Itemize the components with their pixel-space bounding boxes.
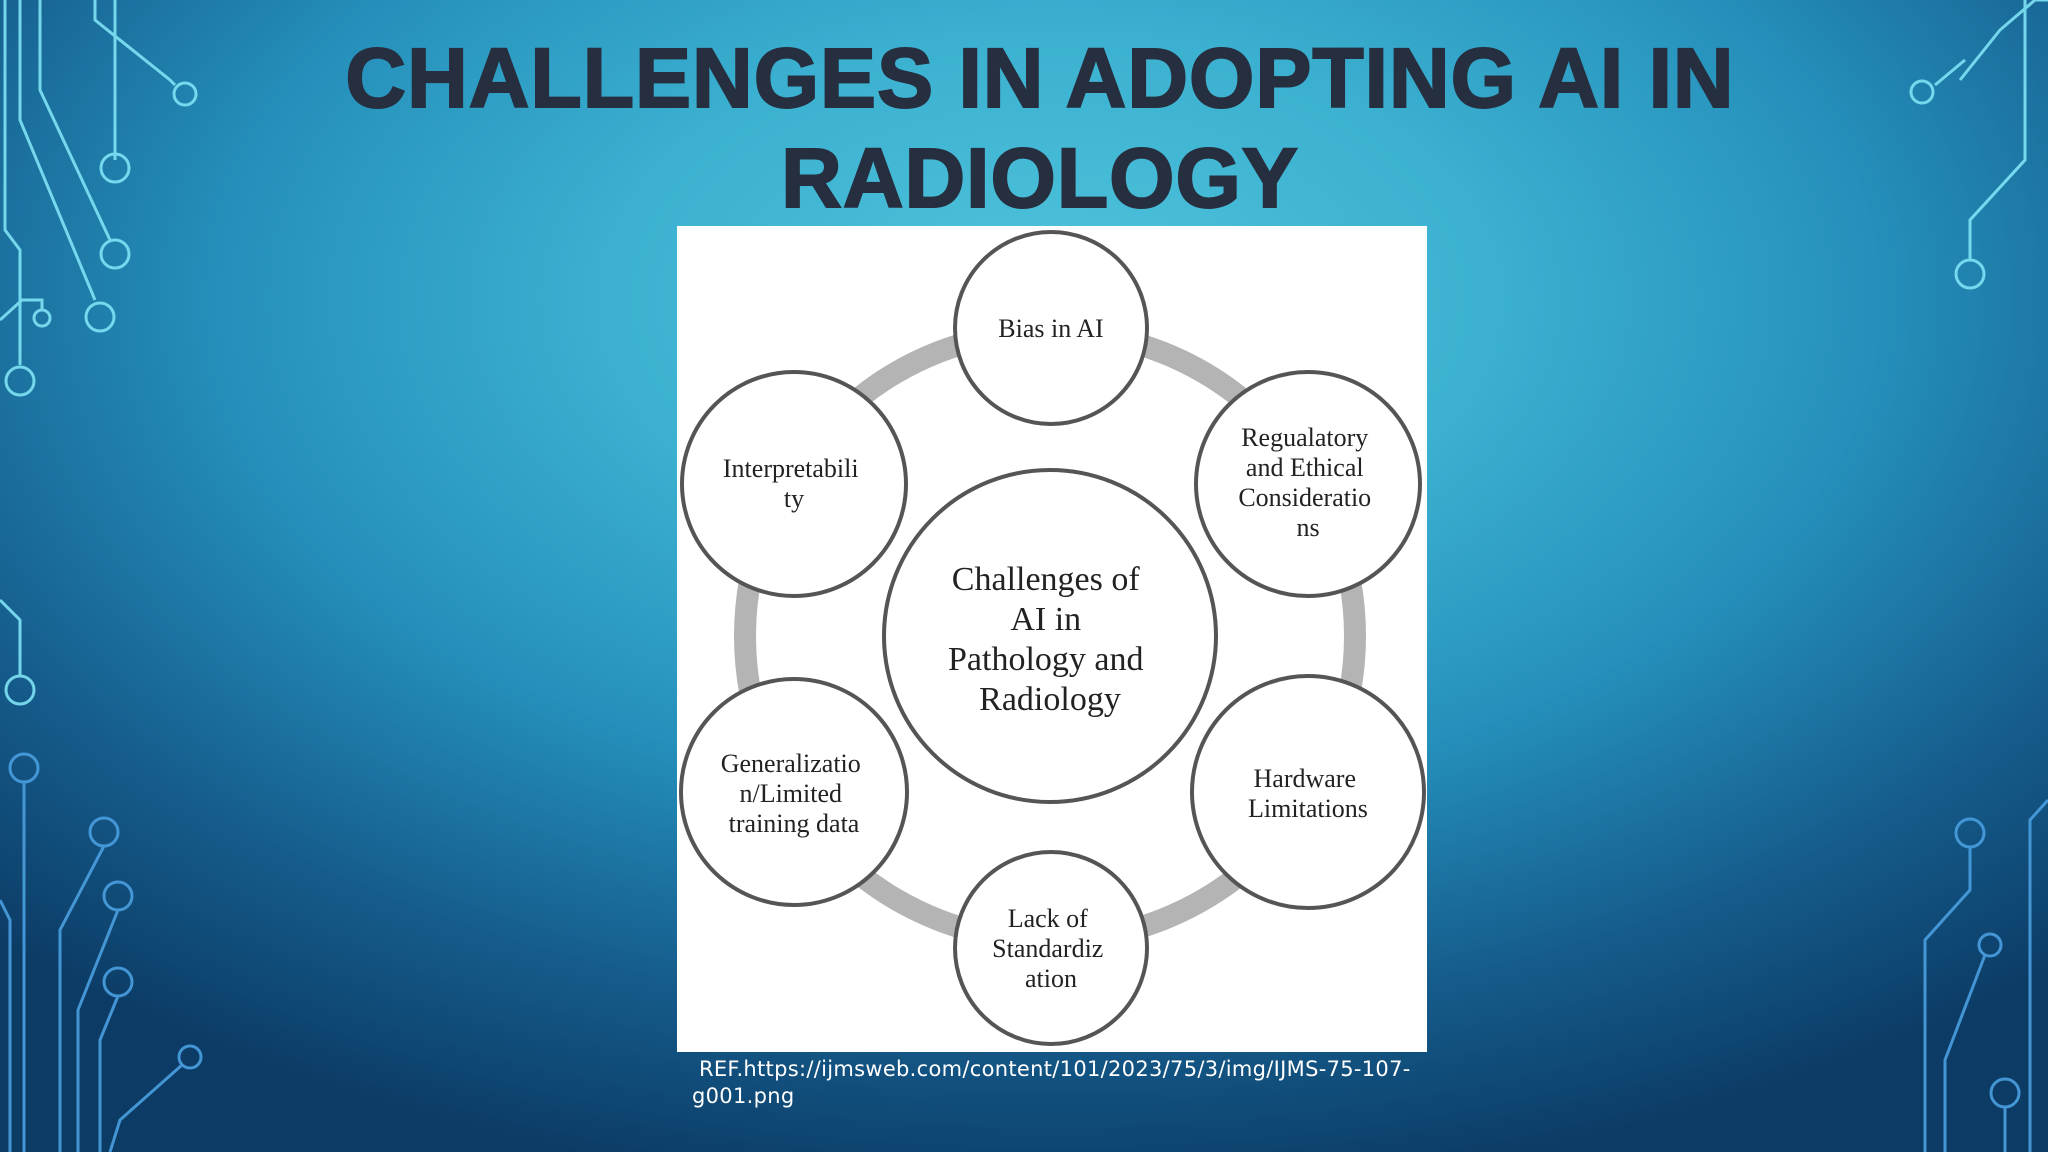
- challenges-diagram: Challenges of AI in Pathology and Radiol…: [677, 226, 1427, 1052]
- reference-link[interactable]: REF.https://ijmsweb.com/content/101/2023…: [692, 1057, 1411, 1108]
- svg-text:Hardware Limitations: Hardware Limitations: [1248, 764, 1368, 823]
- node-hardware-line-2: Limitations: [1248, 794, 1368, 823]
- node-interpretability-line-1: Interpretabili: [723, 454, 859, 483]
- node-regulatory-line-3: Consideratio: [1238, 483, 1371, 512]
- node-interpretability: Interpretabili ty: [680, 370, 908, 598]
- center-line-1: Challenges of: [952, 561, 1141, 598]
- node-standardization-line-1: Lack of: [1008, 904, 1088, 933]
- node-generalization-line-2: n/Limited: [739, 779, 842, 808]
- svg-text:Regualatory and Ethi: Regualatory and Ethical Consideratio ns: [1238, 423, 1377, 542]
- svg-text:Bias in AI: Bias in AI: [998, 314, 1103, 343]
- node-regulatory-line-2: and Ethical: [1246, 453, 1364, 482]
- node-generalization-line-3: training data: [729, 809, 860, 838]
- center-node: Challenges of AI in Pathology and Radiol…: [882, 468, 1218, 804]
- node-generalization-line-1: Generalizatio: [721, 749, 861, 778]
- svg-text:Challenges of AI in: Challenges of AI in Pathology and Radiol…: [948, 561, 1152, 718]
- node-hardware-line-1: Hardware: [1254, 764, 1357, 793]
- node-regulatory-line-4: ns: [1296, 513, 1319, 542]
- node-lack-of-standardization: Lack of Standardiz ation: [953, 850, 1149, 1046]
- center-line-4: Radiology: [979, 681, 1121, 718]
- node-standardization-line-3: ation: [1025, 964, 1077, 993]
- node-bias-in-ai: Bias in AI: [953, 230, 1149, 426]
- center-line-2: AI in: [1010, 601, 1081, 638]
- node-generalization: Generalizatio n/Limited training data: [679, 677, 909, 907]
- node-regulatory-ethical: Regualatory and Ethical Consideratio ns: [1194, 370, 1422, 598]
- center-line-3: Pathology and: [948, 641, 1143, 678]
- diagram-svg: Challenges of AI in Pathology and Radiol…: [679, 230, 1426, 1046]
- node-standardization-line-2: Standardiz: [992, 934, 1103, 963]
- svg-text:Interpretabili ty: Interpretabili ty: [723, 454, 865, 513]
- node-bias-line-1: Bias in AI: [998, 314, 1103, 343]
- slide-title: CHALLENGES IN ADOPTING AI IN RADIOLOGY: [344, 30, 1735, 226]
- svg-text:Lack of Standardiz: Lack of Standardiz ation: [992, 904, 1110, 993]
- node-regulatory-line-1: Regualatory: [1241, 423, 1368, 452]
- node-interpretability-line-2: ty: [784, 484, 804, 513]
- svg-text:Generalizatio n/Limi: Generalizatio n/Limited training data: [721, 749, 868, 838]
- node-hardware-limitations: Hardware Limitations: [1190, 674, 1426, 910]
